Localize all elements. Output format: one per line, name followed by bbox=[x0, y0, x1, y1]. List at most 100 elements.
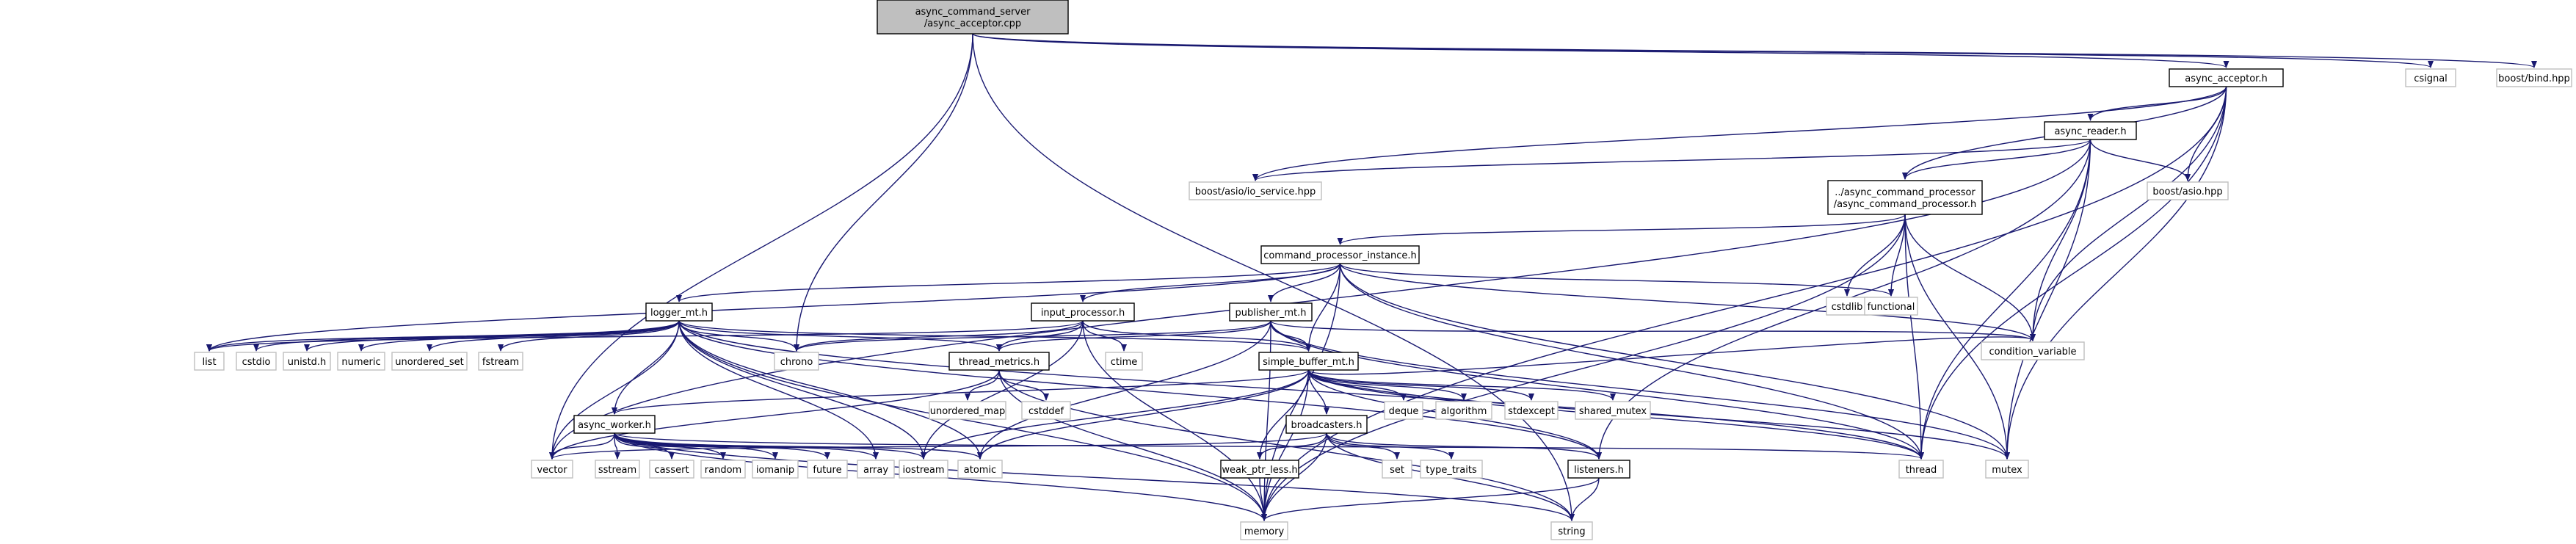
node-csignal: csignal bbox=[2405, 68, 2456, 87]
node-chrono: chrono bbox=[774, 352, 819, 371]
node-broadcasters[interactable]: broadcasters.h bbox=[1285, 415, 1368, 434]
node-label-algorithm: algorithm bbox=[1441, 406, 1487, 417]
node-cmd_proc_inst[interactable]: command_processor_instance.h bbox=[1260, 245, 1420, 264]
node-cassert: cassert bbox=[649, 460, 694, 479]
node-listeners[interactable]: listeners.h bbox=[1567, 460, 1630, 479]
node-algorithm: algorithm bbox=[1435, 401, 1492, 420]
node-box-iomanip bbox=[752, 460, 799, 479]
node-label-thread_metrics: thread_metrics.h bbox=[959, 357, 1040, 368]
edge-publisher_mt-to-condition_variable bbox=[1270, 320, 2036, 341]
node-label-functional: functional bbox=[1868, 302, 1915, 313]
node-label-cmd_proc_inst: command_processor_instance.h bbox=[1263, 250, 1417, 261]
node-label-weak_ptr_less: weak_ptr_less.h bbox=[1222, 465, 1297, 476]
edge-simple_buffer_mt-to-condition_variable bbox=[1307, 333, 2036, 375]
node-set: set bbox=[1382, 460, 1412, 479]
edge-input_processor-to-memory bbox=[1082, 320, 1267, 521]
node-box-future bbox=[807, 460, 848, 479]
edge-publisher_mt-to-atomic bbox=[977, 320, 1271, 460]
node-box-vector bbox=[531, 460, 573, 479]
node-label-shared_mutex: shared_mutex bbox=[1579, 406, 1647, 417]
node-label-memory: memory bbox=[1244, 526, 1285, 537]
edge-async_reader-to-boost_asio bbox=[2089, 139, 2191, 181]
edge-cmd_proc_inst-to-mutex bbox=[1339, 263, 2010, 460]
node-async_cmd_proc[interactable]: ../async_command_processor/async_command… bbox=[1827, 180, 1983, 215]
node-iostream: iostream bbox=[899, 460, 948, 479]
node-box-shared_mutex bbox=[1575, 401, 1651, 420]
edge-simple_buffer_mt-to-async_worker bbox=[612, 369, 1310, 415]
node-box-cstdio bbox=[236, 352, 277, 371]
node-label-async_cmd_proc-line2: /async_command_processor.h bbox=[1834, 199, 1977, 210]
node-async_acceptor[interactable]: async_acceptor.h bbox=[2169, 68, 2284, 87]
node-publisher_mt[interactable]: publisher_mt.h bbox=[1229, 302, 1313, 322]
node-async_worker[interactable]: async_worker.h bbox=[573, 415, 656, 434]
node-label-mutex: mutex bbox=[1992, 465, 2022, 476]
node-input_processor[interactable]: input_processor.h bbox=[1031, 302, 1135, 322]
edge-async_acceptor-to-thread bbox=[1918, 86, 2227, 460]
node-iomanip: iomanip bbox=[752, 460, 799, 479]
edge-logger_mt-to-iostream bbox=[678, 320, 926, 460]
edge-simple_buffer_mt-to-memory bbox=[1261, 369, 1310, 521]
edge-broadcasters-to-set bbox=[1326, 432, 1400, 460]
node-label-logger_mt: logger_mt.h bbox=[650, 308, 708, 319]
node-async_reader[interactable]: async_reader.h bbox=[2044, 121, 2137, 140]
node-sstream: sstream bbox=[595, 460, 640, 479]
node-stdexcept: stdexcept bbox=[1504, 401, 1559, 420]
node-label-type_traits: type_traits bbox=[1426, 465, 1477, 476]
edge-async_acceptor-to-condition_variable bbox=[2030, 86, 2227, 341]
edge-cmd_proc_inst-to-publisher_mt bbox=[1268, 263, 1341, 302]
edge-async_cmd_proc-to-functional bbox=[1888, 214, 1906, 297]
node-unordered_map: unordered_map bbox=[929, 401, 1006, 420]
node-label-cstdlib: cstdlib bbox=[1832, 302, 1863, 313]
node-label-unordered_map: unordered_map bbox=[930, 406, 1006, 417]
node-box-root bbox=[877, 0, 1069, 35]
node-label-boost_bind: boost/bind.hpp bbox=[2498, 73, 2570, 84]
node-box-string bbox=[1550, 521, 1593, 540]
node-label-numeric: numeric bbox=[341, 357, 380, 368]
edge-publisher_mt-to-chrono bbox=[794, 320, 1271, 352]
node-weak_ptr_less[interactable]: weak_ptr_less.h bbox=[1220, 460, 1299, 479]
node-boost_bind: boost/bind.hpp bbox=[2496, 68, 2572, 87]
edge-cmd_proc_inst-to-condition_variable bbox=[1339, 263, 2036, 341]
node-box-unordered_map bbox=[929, 401, 1006, 420]
node-logger_mt[interactable]: logger_mt.h bbox=[645, 302, 713, 322]
edge-async_cmd_proc-to-thread bbox=[1904, 214, 1924, 460]
node-box-algorithm bbox=[1435, 401, 1492, 420]
node-label-iomanip: iomanip bbox=[756, 465, 794, 476]
node-condition_variable: condition_variable bbox=[1981, 341, 2085, 360]
node-label-atomic: atomic bbox=[964, 465, 996, 476]
node-box-array bbox=[857, 460, 895, 479]
node-thread_metrics[interactable]: thread_metrics.h bbox=[948, 352, 1050, 371]
node-label-condition_variable: condition_variable bbox=[1989, 347, 2076, 358]
edge-logger_mt-to-unordered_set bbox=[427, 320, 680, 352]
edge-async_reader-to-async_cmd_proc bbox=[1902, 139, 2091, 180]
node-array: array bbox=[857, 460, 895, 479]
node-label-stdexcept: stdexcept bbox=[1508, 406, 1555, 417]
node-root[interactable]: async_command_server/async_acceptor.cpp bbox=[877, 0, 1069, 35]
node-layer: async_command_server/async_acceptor.cppa… bbox=[194, 0, 2572, 540]
node-label-input_processor: input_processor.h bbox=[1041, 308, 1125, 319]
node-label-fstream: fstream bbox=[482, 357, 519, 368]
node-box-iostream bbox=[899, 460, 948, 479]
node-label-sstream: sstream bbox=[598, 465, 636, 476]
node-box-async_acceptor bbox=[2169, 68, 2284, 87]
node-box-sstream bbox=[595, 460, 640, 479]
node-mutex: mutex bbox=[1985, 460, 2029, 479]
node-box-unistd bbox=[283, 352, 331, 371]
node-label-listeners: listeners.h bbox=[1574, 465, 1624, 476]
node-random: random bbox=[700, 460, 746, 479]
node-asio_io_service: boost/asio/io_service.hpp bbox=[1189, 181, 1322, 200]
edge-simple_buffer_mt-to-mutex bbox=[1307, 369, 2010, 460]
node-future: future bbox=[807, 460, 848, 479]
edge-async_reader-to-vector bbox=[549, 139, 2091, 460]
edge-root-to-boost_bind bbox=[972, 33, 2537, 68]
node-label-array: array bbox=[863, 465, 888, 476]
edge-async_worker-to-sstream bbox=[614, 432, 620, 460]
node-memory: memory bbox=[1240, 521, 1288, 540]
node-fstream: fstream bbox=[478, 352, 523, 371]
edge-async_acceptor-to-memory bbox=[1261, 86, 2227, 521]
node-box-thread bbox=[1898, 460, 1944, 479]
node-box-set bbox=[1382, 460, 1412, 479]
node-simple_buffer_mt[interactable]: simple_buffer_mt.h bbox=[1258, 352, 1359, 371]
node-box-csignal bbox=[2405, 68, 2456, 87]
